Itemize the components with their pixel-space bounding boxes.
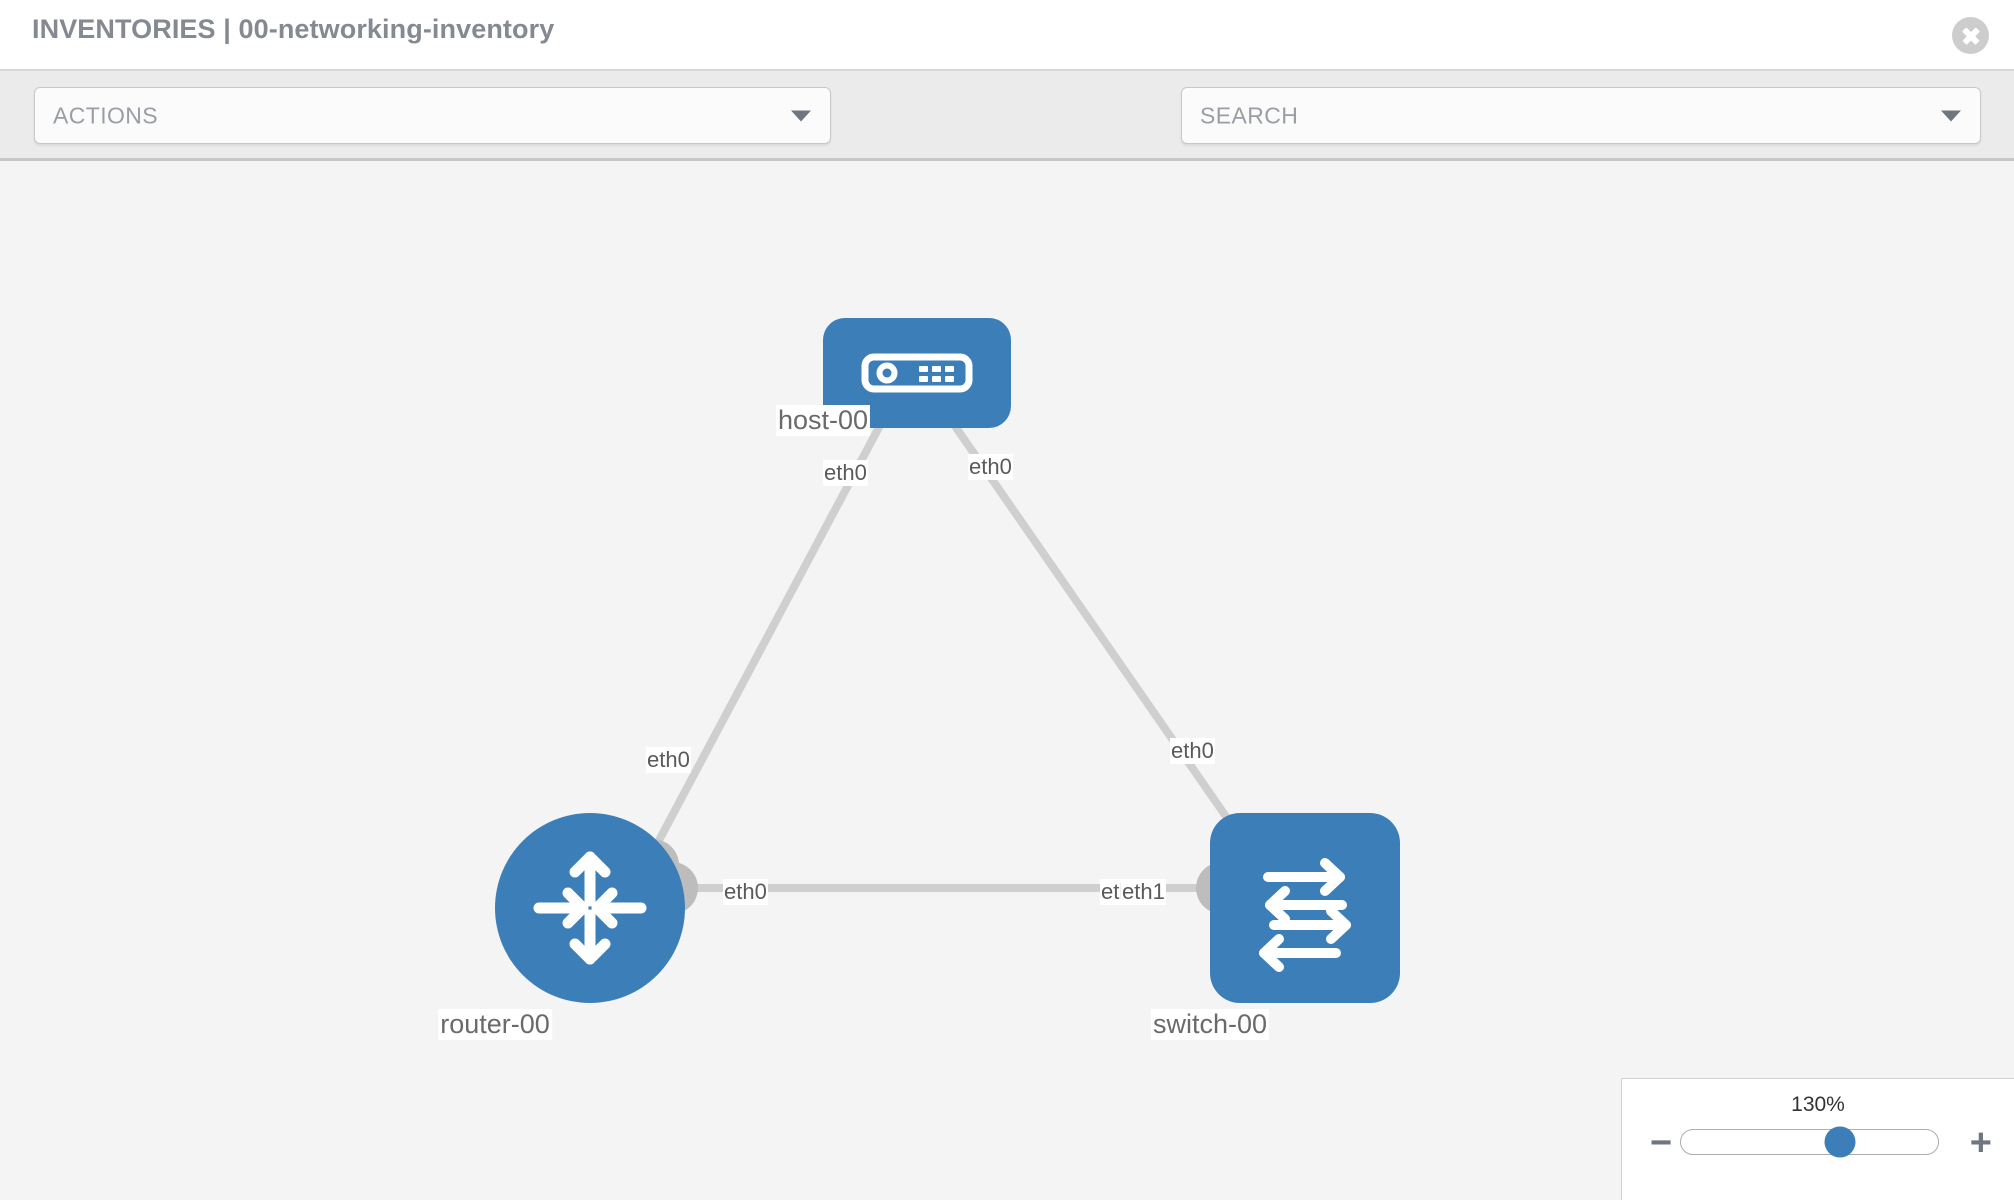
zoom-out-button[interactable]: − — [1650, 1122, 1673, 1164]
topology-graph — [630, 345, 1277, 914]
chevron-down-icon — [1941, 110, 1961, 121]
node-label-switch-00: switch-00 — [1150, 1009, 1270, 1040]
node-label-router-00: router-00 — [438, 1009, 552, 1040]
link-host-switch — [944, 413, 1247, 844]
iface-label-switch-upper: eth0 — [1170, 738, 1215, 764]
router-icon[interactable] — [495, 813, 685, 1003]
window-header: INVENTORIES | 00-networking-inventory — [0, 0, 2014, 71]
node-label-host-00: host-00 — [775, 405, 871, 436]
switch-icon[interactable] — [1210, 813, 1400, 1003]
search-input-placeholder: SEARCH — [1200, 102, 1299, 128]
actions-dropdown[interactable]: ACTIONS — [34, 87, 831, 144]
iface-label-router-right: eth0 — [723, 879, 768, 905]
actions-dropdown-label: ACTIONS — [53, 102, 159, 128]
zoom-level-value: 130% — [1791, 1093, 1845, 1116]
topology-canvas[interactable]: host-00 router-00 — [0, 161, 2014, 1200]
toolbar: ACTIONS SEARCH — [0, 71, 2014, 205]
iface-label-switch-left: eth1 — [1121, 879, 1166, 905]
iface-label-host-right: eth0 — [968, 454, 1013, 480]
zoom-control-panel: 130% − + — [1621, 1078, 2014, 1200]
zoom-in-button[interactable]: + — [1969, 1122, 1992, 1164]
zoom-slider-thumb[interactable] — [1824, 1126, 1856, 1158]
iface-label-host-left: eth0 — [823, 460, 868, 486]
chevron-down-icon — [791, 110, 811, 121]
link-host-router — [644, 414, 889, 863]
close-icon[interactable] — [1952, 17, 1989, 54]
zoom-slider[interactable] — [1680, 1126, 1939, 1158]
page-title: INVENTORIES | 00-networking-inventory — [32, 14, 555, 44]
search-input[interactable]: SEARCH — [1181, 87, 1981, 144]
iface-label-router-upper: eth0 — [646, 747, 691, 773]
